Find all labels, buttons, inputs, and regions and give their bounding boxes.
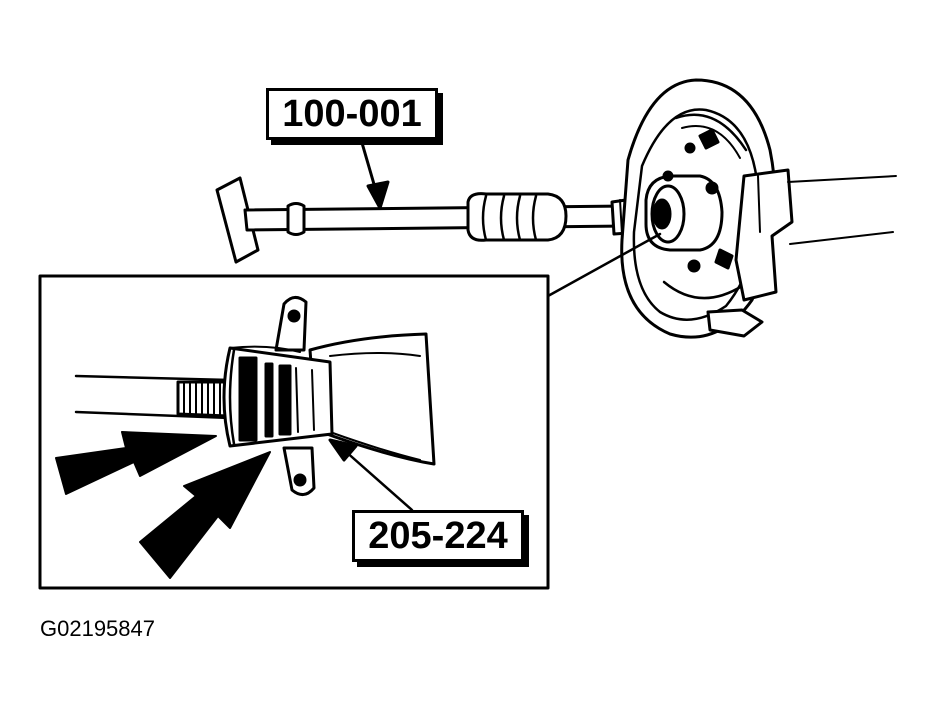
slide-hammer-tool (215, 176, 646, 264)
lower-lug (282, 446, 316, 496)
t-handle (215, 176, 260, 264)
knuckle-bore (308, 332, 436, 466)
upper-lug (274, 296, 308, 352)
threaded-rod (176, 380, 230, 418)
detail-leader (546, 232, 662, 298)
callout-leader-top (358, 134, 390, 210)
force-arrow-lower (139, 451, 271, 579)
force-arrow-left (55, 431, 217, 495)
hub-brake-assembly (620, 78, 897, 339)
figure-id: G02195847 (40, 616, 155, 641)
tool-callout-100-001: 100-001 (266, 88, 438, 140)
shaft-collar (286, 202, 306, 236)
detail-inset (38, 274, 550, 590)
steering-knuckle (734, 168, 794, 302)
bearing-remover (222, 345, 334, 448)
tool-callout-205-224: 205-224 (352, 510, 524, 562)
lower-bracket (706, 308, 764, 338)
